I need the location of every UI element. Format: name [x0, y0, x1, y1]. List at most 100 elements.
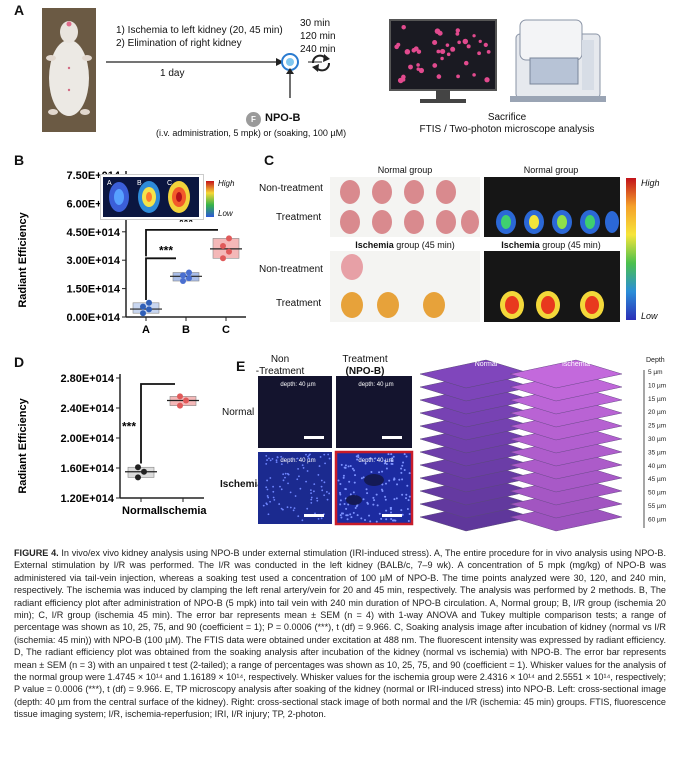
inset-label-c: C	[167, 180, 172, 187]
imaging-system-icon	[510, 19, 606, 102]
tp-signal	[326, 498, 329, 501]
tp-signal	[265, 502, 268, 505]
tp-signal	[306, 470, 309, 472]
tp-signal	[289, 491, 292, 494]
tp-signal	[350, 516, 353, 519]
depth-label: 30 µm	[648, 436, 666, 443]
tp-signal	[310, 496, 313, 499]
tp-signal	[292, 509, 295, 512]
time-240: 240 min	[300, 44, 336, 55]
c-row-1: Non-treatment	[259, 183, 323, 194]
chart-b-point	[180, 272, 186, 279]
panel-e-label: E	[236, 358, 246, 374]
tp-signal	[305, 480, 307, 483]
tp-signal	[366, 492, 369, 495]
cell-dot	[401, 74, 406, 80]
panel-b-label: B	[14, 152, 25, 168]
tp-signal	[362, 498, 365, 501]
tp-signal	[406, 508, 409, 511]
probe-name: NPO-B	[265, 112, 301, 124]
inset-colorbar	[206, 181, 214, 217]
time-120: 120 min	[300, 31, 336, 42]
e-row-ischemia: Ischemia	[220, 479, 263, 490]
tp-signal	[343, 503, 346, 506]
e-col-nontreatment: Non-Treatment	[255, 354, 305, 377]
cell-dot	[401, 24, 406, 30]
tp-signal	[393, 477, 396, 480]
tp-signal	[353, 481, 356, 484]
tp-signal	[389, 506, 392, 509]
tp-signal	[385, 482, 388, 485]
tp-signal	[357, 456, 360, 459]
tp-signal	[280, 455, 283, 458]
tp-signal	[392, 455, 395, 458]
tp-signal	[378, 471, 381, 474]
tp-signal	[323, 494, 326, 497]
cell-dot	[432, 39, 438, 46]
depth-label: 25 µm	[648, 423, 666, 430]
tp-signal	[356, 458, 359, 461]
tp-signal	[380, 517, 383, 520]
stack-layer-ischemia	[509, 359, 623, 389]
duration-label: 1 day	[160, 68, 185, 79]
tp-signal	[320, 479, 323, 482]
chart-d-ylabel: Radiant Efficiency	[17, 397, 29, 493]
chart-b-sig-label: ***	[159, 243, 173, 257]
tp-signal	[357, 454, 360, 457]
tp-signal	[339, 491, 341, 494]
chart-b-point	[220, 255, 226, 262]
cell-dot	[445, 43, 450, 47]
tp-signal	[337, 479, 340, 482]
chart-d-point	[177, 402, 183, 409]
tp-signal	[354, 506, 357, 509]
tp-signal	[280, 507, 283, 510]
tp-signal	[306, 507, 309, 510]
chart-d-point	[183, 397, 189, 404]
caption-text: In vivo/ex vivo kidney analysis using NP…	[14, 548, 666, 720]
cell-dot	[478, 39, 482, 43]
tp-signal	[282, 473, 285, 476]
tp-signal	[343, 466, 346, 469]
analysis-label: FTIS / Two-photon microscope analysis	[419, 124, 595, 135]
tp-signal	[355, 455, 358, 458]
tp-signal	[405, 455, 408, 458]
cell-dot	[404, 49, 411, 55]
chart-b-point	[186, 275, 192, 282]
cell-dot	[457, 40, 461, 45]
cell-dot	[432, 63, 438, 68]
depth-label: 10 µm	[648, 382, 666, 389]
tp-signal	[325, 491, 328, 493]
tp-signal	[280, 463, 283, 466]
tp-signal	[323, 481, 326, 484]
tp-signal	[273, 498, 276, 501]
c-header-left: Normal group	[377, 165, 433, 175]
tp-signal	[342, 474, 345, 477]
tp-signal	[339, 493, 342, 496]
tp-signal	[310, 498, 313, 501]
cell-dot	[436, 49, 441, 54]
figure-caption: FIGURE 4. In vivo/ex vivo kidney analysi…	[14, 547, 666, 721]
tp-signal	[364, 462, 367, 465]
c-row-4: Treatment	[276, 298, 322, 309]
tp-signal	[351, 467, 354, 470]
tp-tubule	[364, 474, 384, 486]
tp-signal	[408, 495, 411, 498]
tp-signal	[317, 517, 320, 520]
chart-b-xtick-label: B	[182, 324, 190, 336]
c-colorbar	[626, 178, 636, 320]
depth-tag-1: depth: 40 µm	[280, 382, 315, 388]
chart-d-sig-bracket	[140, 383, 175, 464]
tp-signal	[378, 512, 381, 515]
tp-signal	[396, 483, 399, 486]
chart-b-point	[180, 278, 186, 285]
cell-dot	[455, 32, 460, 36]
tp-signal	[406, 484, 409, 487]
tp-tubule	[346, 495, 362, 505]
tp-signal	[269, 459, 272, 462]
chart-b-sig-bracket	[145, 257, 176, 300]
tp-signal	[317, 474, 320, 476]
tp-signal	[282, 479, 285, 482]
chart-b-ylabel: Radiant Efficiency	[17, 211, 29, 307]
tp-signal	[395, 497, 398, 500]
